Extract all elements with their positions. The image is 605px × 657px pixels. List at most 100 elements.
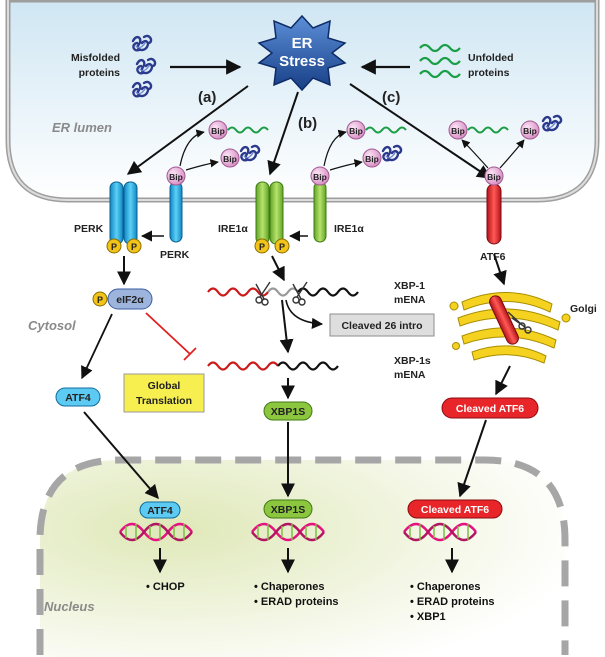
unfolded-protein-icon bbox=[419, 43, 461, 79]
perk-inactive-label: PERK bbox=[160, 249, 190, 261]
arrow-atf4-to-nucleus bbox=[83, 411, 159, 500]
atf6-label: ATF6 bbox=[480, 251, 506, 263]
xbp1s-label-1: XBP-1s bbox=[394, 355, 431, 367]
atf4-nucleus-box bbox=[139, 501, 181, 519]
perk-output-1: • CHOP bbox=[146, 581, 185, 593]
atf6-output-3: • XBP1 bbox=[410, 611, 446, 623]
ire1-active-label: IRE1α bbox=[218, 223, 248, 235]
arrow-branch-a bbox=[126, 85, 249, 175]
ire1-inactive-label: IRE1α bbox=[334, 223, 364, 235]
bip-release-arrow bbox=[179, 129, 205, 167]
bip-label: Bip bbox=[523, 126, 537, 136]
eif2a-box bbox=[107, 288, 153, 310]
nucleus-region bbox=[40, 460, 565, 657]
er-lumen-label: ER lumen bbox=[52, 120, 112, 135]
perk-inactive bbox=[169, 181, 183, 243]
eif2a-label: eIF2α bbox=[116, 294, 144, 306]
branch-b-label: (b) bbox=[298, 115, 317, 132]
global-translation-line2: Translation bbox=[136, 395, 192, 407]
bip-icon bbox=[362, 148, 382, 168]
xbp1-mrna-exon bbox=[207, 287, 269, 297]
arrow-cleaved-intron bbox=[285, 299, 324, 329]
branch-a-label: (a) bbox=[198, 89, 216, 106]
bip-label: Bip bbox=[223, 154, 237, 164]
branch-c-label: (c) bbox=[382, 89, 400, 106]
inhibition-arrow bbox=[145, 312, 197, 361]
cytosol-label: Cytosol bbox=[28, 318, 76, 333]
phospho-site-icon bbox=[106, 238, 122, 254]
bip-icon bbox=[208, 120, 228, 140]
xbp1s-nucleus-label: XBP1S bbox=[271, 504, 305, 516]
arrow-atf6-to-golgi bbox=[493, 253, 507, 286]
arrow-golgi-to-cleaved-atf6 bbox=[495, 365, 511, 396]
scissors-icon bbox=[255, 281, 271, 306]
scissors-icon bbox=[292, 281, 308, 306]
misfolded-label-1: Misfolded bbox=[71, 52, 120, 64]
atf4-nucleus-label: ATF4 bbox=[147, 505, 173, 517]
bip-label: Bip bbox=[365, 154, 379, 164]
unfolded-protein-icon bbox=[467, 126, 509, 134]
xbp1s-mrna-exon bbox=[277, 361, 339, 371]
phospho-label: P bbox=[131, 242, 137, 252]
bip-release-arrow bbox=[329, 159, 363, 171]
er-stress-line2: Stress bbox=[279, 53, 325, 70]
global-translation-box bbox=[123, 373, 205, 413]
bip-icon bbox=[520, 120, 540, 140]
bip-label: Bip bbox=[451, 126, 465, 136]
bip-icon bbox=[448, 120, 468, 140]
atf6-output-1: • Chaperones bbox=[410, 581, 480, 593]
cleaved-atf6-box bbox=[441, 397, 539, 419]
ire-output-2: • ERAD proteins bbox=[254, 596, 339, 608]
xbp1-mrna-intron bbox=[267, 287, 299, 297]
atf6-output-2: • ERAD proteins bbox=[410, 596, 495, 608]
arrow-branch-c bbox=[349, 83, 492, 179]
dna-helix-icon bbox=[125, 524, 185, 540]
arrow-branch-b bbox=[267, 91, 299, 176]
dna-helix-icon bbox=[257, 524, 317, 540]
misfolded-label-2: proteins bbox=[79, 67, 121, 79]
phospho-label: P bbox=[111, 242, 117, 252]
xbp1-mrna-exon bbox=[297, 287, 359, 297]
ire-output-1: • Chaperones bbox=[254, 581, 324, 593]
bip-icon bbox=[484, 166, 504, 186]
dna-helix-icon bbox=[403, 522, 477, 542]
arrow-ire1-to-splicing bbox=[271, 255, 285, 282]
xbp1s-nucleus-box bbox=[263, 499, 313, 519]
bip-icon bbox=[166, 166, 186, 186]
bip-label: Bip bbox=[487, 172, 501, 182]
perk-active-subunit bbox=[123, 181, 138, 245]
phospho-site-icon bbox=[126, 238, 142, 254]
arrow-cleaved-atf6-to-nucleus bbox=[457, 419, 487, 498]
atf6-protein bbox=[486, 183, 502, 245]
dna-helix-icon bbox=[119, 522, 193, 542]
ire1-active-subunit bbox=[255, 181, 270, 245]
ire1-inactive bbox=[313, 181, 327, 243]
bip-label: Bip bbox=[211, 126, 225, 136]
bip-release-arrow bbox=[499, 139, 525, 169]
cleaved-atf6-nucleus-box bbox=[407, 499, 503, 519]
perk-active-label: PERK bbox=[74, 223, 104, 235]
phospho-label: P bbox=[97, 295, 103, 305]
phospho-label: P bbox=[259, 242, 265, 252]
global-translation-line1: Global bbox=[148, 380, 181, 392]
unfolded-protein-icon bbox=[365, 126, 407, 134]
unfolded-label-1: Unfolded bbox=[468, 52, 514, 64]
nuclear-envelope bbox=[36, 456, 569, 655]
scissors-icon bbox=[507, 311, 532, 334]
bip-icon bbox=[220, 148, 240, 168]
phospho-site-icon bbox=[92, 291, 108, 307]
cleaved-atf6-nucleus-label: Cleaved ATF6 bbox=[421, 504, 489, 516]
er-stress-star bbox=[257, 14, 347, 92]
perk-active-subunit bbox=[109, 181, 124, 245]
arrow-eif2a-to-atf4 bbox=[81, 313, 113, 380]
cleaved-intron-box bbox=[329, 313, 435, 337]
xbp1s-label: XBP1S bbox=[271, 406, 305, 418]
bip-label: Bip bbox=[313, 172, 327, 182]
xbp1s-mrna-exon bbox=[207, 361, 279, 371]
bip-release-arrow bbox=[185, 159, 219, 171]
arrow-to-xbp1s-mrna bbox=[279, 299, 294, 354]
dna-helix-icon bbox=[409, 524, 469, 540]
atf6-in-golgi bbox=[489, 295, 519, 345]
